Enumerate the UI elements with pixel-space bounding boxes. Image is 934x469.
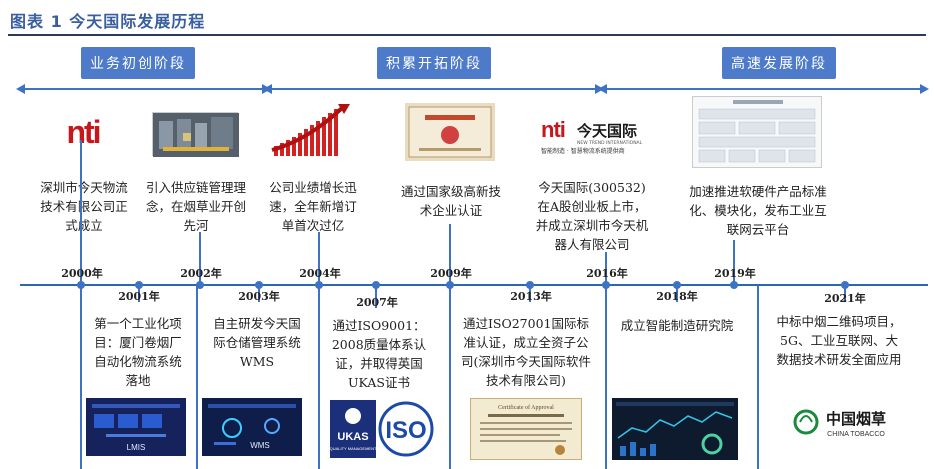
svg-text:LMIS: LMIS	[127, 443, 146, 452]
divider-2016	[605, 286, 607, 469]
event-2021-dot	[841, 281, 849, 289]
warehouse-photo	[152, 112, 239, 157]
certificate	[405, 103, 495, 161]
phase-3-line	[604, 88, 924, 90]
event-2021-connector	[844, 286, 846, 302]
event-2019-connector	[733, 240, 735, 284]
event-2013-year: 2013年	[510, 290, 552, 303]
event-2003-year: 2003年	[238, 290, 280, 303]
event-2007-year: 2007年	[356, 296, 398, 309]
svg-text:QUALITY MANAGEMENT: QUALITY MANAGEMENT	[330, 446, 377, 451]
event-2009-year: 2009年	[430, 267, 472, 280]
event-2021-year: 2021年	[824, 292, 866, 305]
event-2000-year: 2000年	[61, 267, 103, 280]
nti-logo: nti	[44, 110, 122, 154]
event-2009-dot	[446, 281, 454, 289]
event-2021-text: 中标中烟二维码项目，5G、工业互联网、大数据技术研发全面应用	[776, 314, 902, 367]
phase-1-arrow-left-icon	[16, 84, 25, 94]
event-2001-dot	[135, 281, 143, 289]
phase-2-line	[268, 88, 596, 90]
event-2003-dot	[255, 281, 263, 289]
phase-3-arrow-right-icon	[920, 84, 929, 94]
divider-2002	[196, 286, 198, 469]
event-2018-text: 成立智能制造研究院	[620, 318, 734, 333]
svg-text:UKAS: UKAS	[337, 431, 368, 443]
svg-text:NEW TREND INTERNATIONAL: NEW TREND INTERNATIONAL	[577, 140, 643, 146]
event-2004-connector	[318, 232, 320, 284]
company-logo: nti 今天国际 NEW TREND INTERNATIONAL 智能制造 · …	[539, 113, 649, 155]
svg-text:智能制造 · 智慧物流系统提供商: 智能制造 · 智慧物流系统提供商	[541, 147, 625, 155]
tobacco-logo: 中国烟草 CHINA TOBACCO	[790, 398, 898, 448]
event-2000-dot	[77, 281, 85, 289]
event-2009-text: 通过国家级高新技术企业认证	[400, 184, 501, 218]
phase-label-rapid-growth: 高速发展阶段	[722, 47, 836, 79]
svg-text:今天国际: 今天国际	[576, 122, 637, 140]
page-title: 图表 1 今天国际发展历程	[10, 12, 206, 31]
event-2018-connector	[676, 286, 678, 302]
certificate-2: Certificate of Approval	[469, 397, 583, 461]
event-2019-dot	[730, 281, 738, 289]
event-2013-connector	[529, 286, 531, 302]
event-2009-connector	[449, 224, 451, 284]
divider-2018	[757, 286, 759, 469]
svg-text:中国烟草: 中国烟草	[826, 410, 886, 428]
event-2001-year: 2001年	[118, 290, 160, 303]
wms-screen: WMS	[202, 398, 302, 456]
phase-3-arrow-left-icon	[598, 84, 607, 94]
event-2019-text: 加速推进软硬件产品标准化、模块化，发布工业互联网云平台	[689, 184, 827, 237]
event-2002-connector	[199, 232, 201, 284]
event-2001-connector	[138, 286, 140, 302]
divider-2000	[80, 286, 82, 469]
svg-text:WMS: WMS	[250, 441, 270, 450]
divider-2009	[449, 286, 451, 469]
event-2000-connector	[80, 140, 82, 284]
ukas-iso: UKAS QUALITY MANAGEMENT ISO	[328, 398, 436, 460]
event-2004-text: 公司业绩增长迅速，全年新增订单首次过亿	[269, 180, 357, 233]
event-2004-dot	[315, 281, 323, 289]
event-2016-dot	[602, 281, 610, 289]
event-2002-dot	[196, 281, 204, 289]
event-2013-dot	[526, 281, 534, 289]
event-2013-text: 通过ISO27001国际标准认证，成立全资子公司(深圳市今天国际软件技术有限公司…	[461, 316, 591, 388]
event-2001-text: 第一个工业化项目：厦门卷烟厂自动化物流系统落地	[94, 316, 182, 388]
phase-1-line	[22, 88, 267, 90]
title-divider	[8, 34, 926, 36]
event-2016-text: 今天国际(300532)在A股创业板上市，并成立深圳市今天机器人有限公司	[535, 180, 649, 252]
event-2004-year: 2004年	[299, 267, 341, 280]
event-2000-text: 深圳市今天物流技术有限公司正式成立	[40, 180, 128, 233]
event-2007-dot	[372, 281, 380, 289]
event-2016-connector	[605, 252, 607, 284]
event-2002-text: 引入供应链管理理念，在烟草业开创先河	[145, 180, 246, 233]
svg-text:nti: nti	[541, 117, 565, 142]
event-2018-dot	[673, 281, 681, 289]
phase-label-startup: 业务初创阶段	[81, 47, 195, 79]
event-2007-connector	[375, 286, 377, 308]
phase-2-arrow-left-icon	[263, 84, 272, 94]
timeline-axis	[20, 284, 928, 286]
event-2003-text: 自主研发今天国际仓储管理系统WMS	[213, 316, 301, 369]
growth-chart	[268, 100, 356, 162]
svg-text:nti: nti	[66, 114, 99, 150]
event-2016-year: 2016年	[586, 267, 628, 280]
phase-label-accumulation: 积累开拓阶段	[377, 47, 491, 79]
event-2019-year: 2019年	[714, 267, 756, 280]
svg-text:CHINA TOBACCO: CHINA TOBACCO	[827, 431, 885, 438]
event-2002-year: 2002年	[180, 267, 222, 280]
divider-2004	[318, 286, 320, 469]
platform-diagram	[692, 96, 822, 168]
svg-text:Certificate of Approval: Certificate of Approval	[498, 404, 554, 411]
dashboard	[612, 398, 738, 460]
lmis-screen: LMIS	[86, 398, 186, 456]
event-2003-connector	[258, 286, 260, 302]
event-2007-text: 通过ISO9001：2008质量体系认证，并取得英国UKAS证书	[331, 318, 427, 390]
svg-text:ISO: ISO	[385, 417, 426, 444]
event-2018-year: 2018年	[656, 290, 698, 303]
